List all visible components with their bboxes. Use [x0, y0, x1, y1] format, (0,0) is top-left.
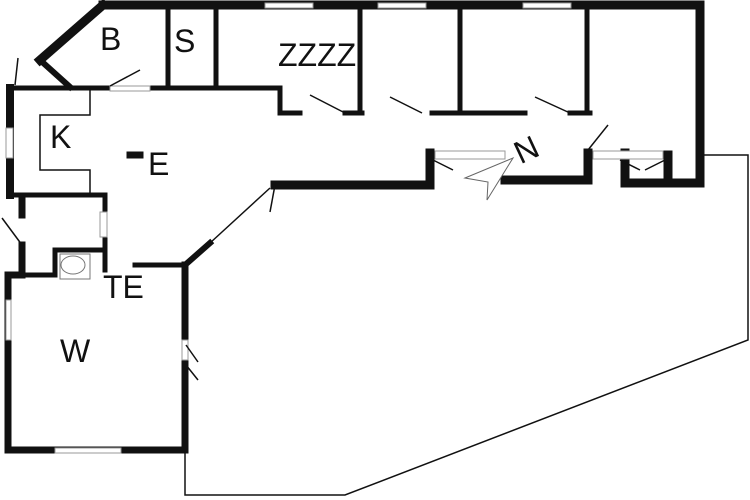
- room-label-living: E: [148, 146, 169, 182]
- room-label-kitchen: K: [50, 119, 71, 155]
- room-label-utility: W: [60, 333, 91, 369]
- compass-label: N: [508, 129, 544, 171]
- room-label-storage: S: [174, 23, 195, 59]
- room-label-bedrooms: ZZZZ: [278, 37, 356, 73]
- compass-arrow-icon: [463, 156, 515, 201]
- room-label-bathroom: B: [100, 21, 121, 57]
- windows: [5, 2, 664, 454]
- kitchen-counter: [39, 88, 91, 195]
- toilet-fixture: [59, 253, 91, 280]
- terrace-outline: [184, 154, 749, 496]
- door-swings: [1, 57, 666, 381]
- room-label-toilet: TE: [103, 269, 144, 305]
- toilet-bowl: [60, 255, 86, 275]
